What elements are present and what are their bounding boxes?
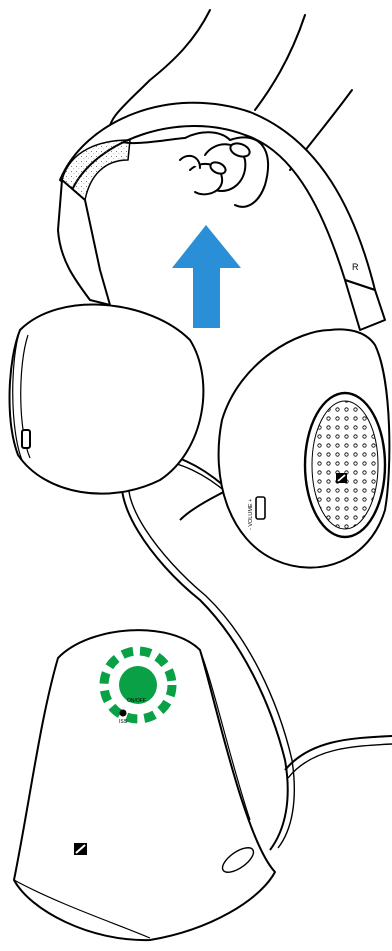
right-earcup: - VOLUME +: [219, 329, 390, 567]
status-led: [120, 710, 127, 717]
volume-label: - VOLUME +: [248, 499, 254, 530]
status-led-label: ISS: [119, 719, 128, 725]
side-mark-label: R: [352, 262, 359, 272]
base-brand-logo-icon: [74, 843, 87, 855]
earcup-brand-logo-icon: [336, 473, 347, 483]
lift-arrow-icon: [172, 225, 241, 328]
left-earcup: [10, 305, 204, 494]
volume-rocker: [256, 497, 265, 519]
power-label: ON/OFF: [127, 698, 146, 704]
